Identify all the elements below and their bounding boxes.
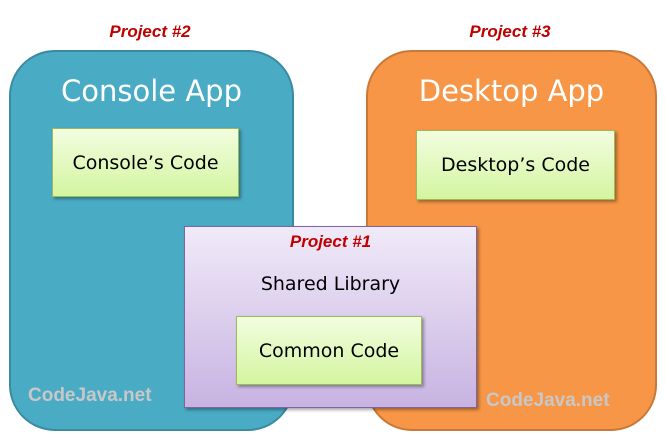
common-code-box: Common Code bbox=[236, 316, 422, 385]
console-code-box: Console’s Code bbox=[52, 128, 239, 197]
watermark: CodeJava.net bbox=[486, 390, 610, 411]
project-3-label: Project #3 bbox=[469, 22, 551, 41]
shared-library-title: Shared Library bbox=[260, 273, 401, 295]
project-1-label: Project #1 bbox=[289, 232, 372, 251]
desktop-code-box: Desktop’s Code bbox=[416, 130, 615, 200]
watermark: CodeJava.net bbox=[28, 385, 152, 406]
console-app-title: Console App bbox=[61, 74, 242, 108]
project-2-label: Project #2 bbox=[109, 22, 191, 41]
desktop-app-title: Desktop App bbox=[418, 74, 605, 108]
